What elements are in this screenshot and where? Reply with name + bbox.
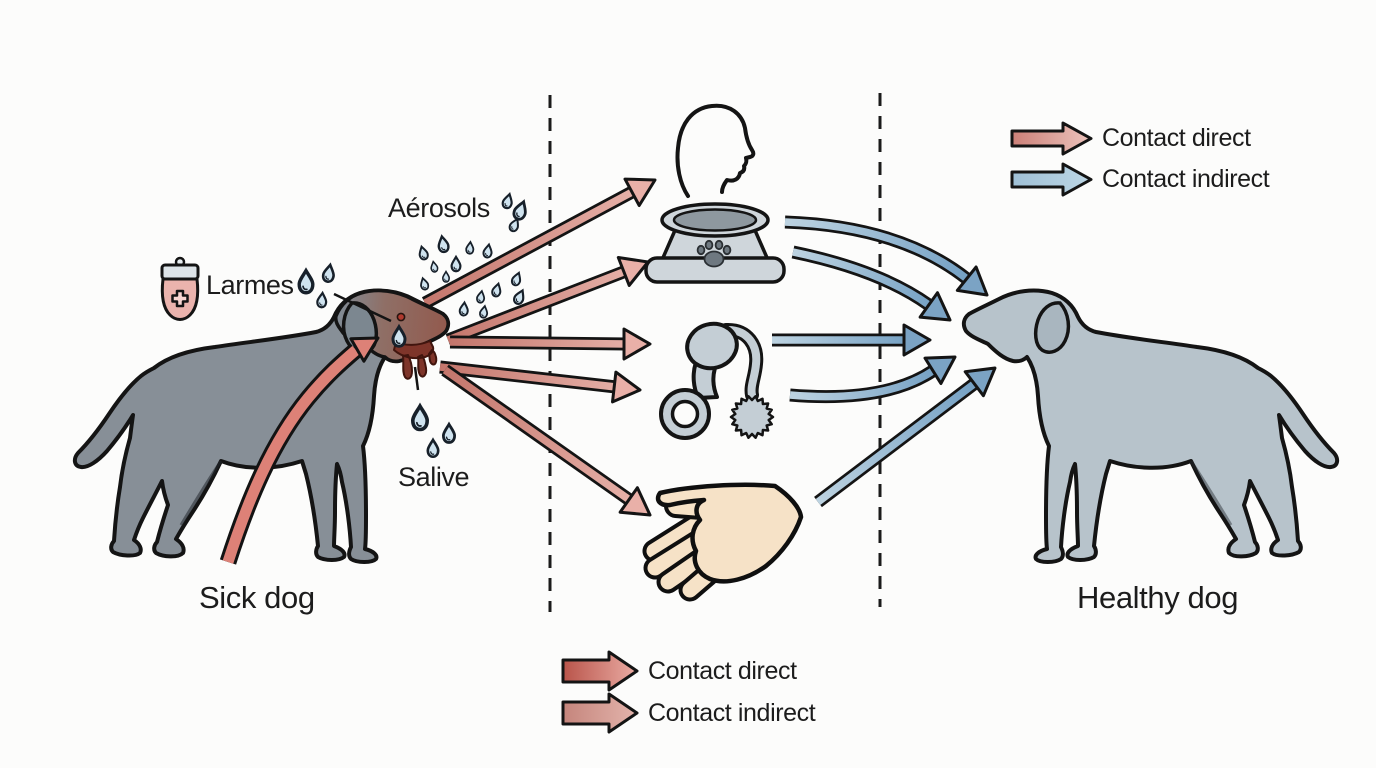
person-head-icon (675, 103, 756, 198)
saliva-droplets (410, 404, 457, 459)
indirect-contact-arrow-hand (814, 366, 997, 508)
direct-contact-arrow-to-person (421, 177, 657, 309)
thigh-line (179, 460, 223, 526)
tears-pointer-line (333, 292, 392, 323)
hand-icon (642, 482, 804, 602)
aerosols-label: Aérosols (388, 193, 490, 223)
legend-top-indirect-arrow-icon (1010, 162, 1093, 197)
legend-top-direct-label: Contact direct (1102, 124, 1251, 152)
legend-top-indirect-label: Contact indirect (1102, 165, 1270, 193)
saliva-label: Salive (398, 462, 470, 492)
legend-bottom-direct-label: Contact direct (648, 657, 797, 685)
saliva-pointer-line (413, 366, 420, 391)
healthy-dog-ear-icon (1033, 301, 1071, 354)
direct-contact-arrow-to-toy-lower (439, 360, 642, 404)
healthy-dog-body (961, 288, 1340, 564)
spiky-ball (729, 395, 775, 439)
direct-contact-arrow-to-bowl (445, 256, 650, 347)
legend-bottom-indirect-arrow-icon (561, 692, 639, 734)
sick-dog-label: Sick dog (199, 580, 315, 615)
direct-contact-arrow-to-hand (441, 364, 652, 517)
indirect-contact-arrow-bowl-upper (784, 215, 989, 297)
tears-label: Larmes (206, 270, 294, 300)
paw-print-icon (696, 239, 732, 268)
direct-contact-arrow-to-toy-upper (449, 327, 652, 361)
food-bowl-icon (644, 202, 786, 284)
indirect-contact-arrow-bowl-lower (791, 245, 952, 322)
thigh-line (1189, 460, 1233, 526)
legend-bottom-indirect-label: Contact indirect (648, 699, 816, 727)
sick-dog-figure (72, 288, 451, 565)
legend-top-direct-arrow-icon (1010, 121, 1093, 156)
indirect-contact-arrow-toy-curved (789, 355, 957, 404)
tear-droplets (297, 262, 337, 309)
indirect-contact-arrow-toy-straight (772, 323, 932, 357)
dog-toy-icon (659, 321, 775, 440)
healthy-dog-label: Healthy dog (1077, 580, 1239, 615)
sick-dog-eye (396, 312, 406, 322)
cross-icon (171, 289, 189, 308)
healthy-dog-figure (961, 288, 1340, 564)
legend-bottom-direct-arrow-icon (561, 650, 639, 692)
self-contamination-direct-arrow (219, 336, 380, 565)
sick-dog-drool (393, 340, 438, 380)
tear-bottle-icon (160, 256, 200, 321)
